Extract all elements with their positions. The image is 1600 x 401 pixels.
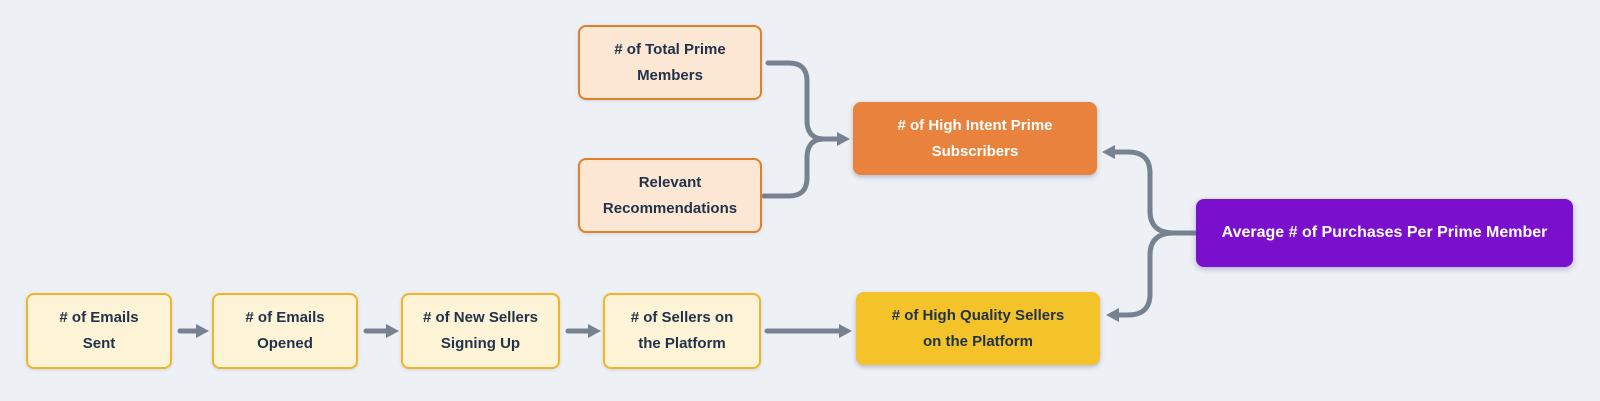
edge-avg-purchases-to-high-quality [1116,230,1177,318]
node-label: # of Sellers on the Platform [630,309,734,352]
arrowhead-icon [196,324,209,338]
node-label: Relevant Recommendations [602,173,738,217]
node-avg-purchases-per-prime-member[interactable]: Average # of Purchases Per Prime Member [1196,199,1573,267]
node-label: # of High Quality Sellers on the Platfor… [891,306,1065,350]
node-high-quality-sellers-on-platform[interactable]: # of High Quality Sellers on the Platfor… [856,292,1100,365]
node-emails-sent[interactable]: # of Emails Sent [26,293,172,369]
node-high-intent-prime-subscribers[interactable]: # of High Intent Prime Subscribers [853,102,1097,175]
node-emails-opened[interactable]: # of Emails Opened [212,293,358,369]
node-label: Average # of Purchases Per Prime Member [1221,224,1548,241]
arrowhead-icon [588,324,601,338]
node-label: # of Emails Opened [245,309,325,352]
arrowhead-icon [1106,308,1119,322]
arrowhead-icon [386,324,399,338]
arrowhead-icon [839,324,852,338]
node-label: # of Emails Sent [59,309,139,352]
node-label: # of Total Prime Members [614,40,726,84]
edge-avg-purchases-to-high-intent [1112,149,1199,236]
node-new-sellers-signing-up[interactable]: # of New Sellers Signing Up [401,293,560,369]
edge-total-prime-to-high-intent [765,60,827,142]
node-total-prime-members[interactable]: # of Total Prime Members [578,25,762,100]
arrowhead-icon [837,132,850,146]
arrowhead-icon [1102,145,1115,159]
node-label: # of High Intent Prime Subscribers [897,116,1053,160]
node-relevant-recommendations[interactable]: Relevant Recommendations [578,158,762,233]
node-sellers-on-platform[interactable]: # of Sellers on the Platform [603,293,761,369]
node-label: # of New Sellers Signing Up [422,309,539,352]
edge-relevant-recs-to-high-intent [761,136,827,199]
